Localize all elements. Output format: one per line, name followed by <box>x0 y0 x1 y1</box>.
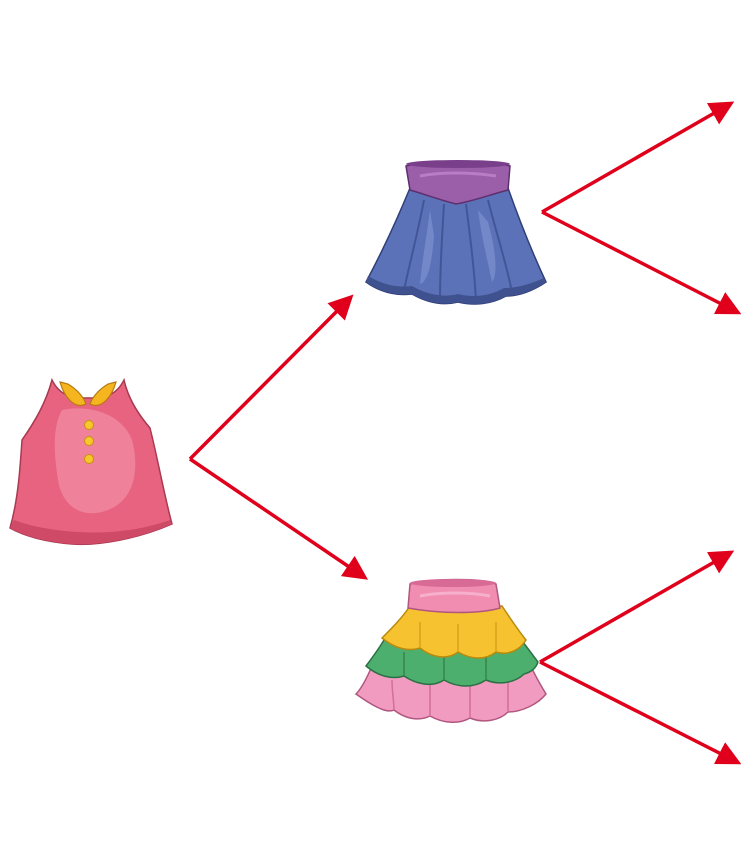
arrow-top-to-ruffled-skirt <box>189 457 369 580</box>
arrow-denim-to-leaf-2 <box>541 210 741 315</box>
top-button-2 <box>84 436 94 446</box>
arrows <box>188 101 741 765</box>
top-button-3 <box>84 454 94 464</box>
ruffle-tier-yellow <box>380 605 527 659</box>
collar-left <box>59 381 87 406</box>
ruffled-skirt-icon <box>354 578 547 723</box>
arrow-top-to-denim-skirt <box>188 294 354 461</box>
arrow-denim-to-leaf-1 <box>541 101 735 214</box>
collar-right <box>89 381 117 406</box>
arrow-ruffled-to-leaf-1 <box>539 550 735 664</box>
denim-skirt-icon <box>365 160 547 305</box>
tank-top-icon <box>9 377 173 546</box>
arrow-ruffled-to-leaf-2 <box>539 660 741 765</box>
top-button-1 <box>84 420 94 430</box>
